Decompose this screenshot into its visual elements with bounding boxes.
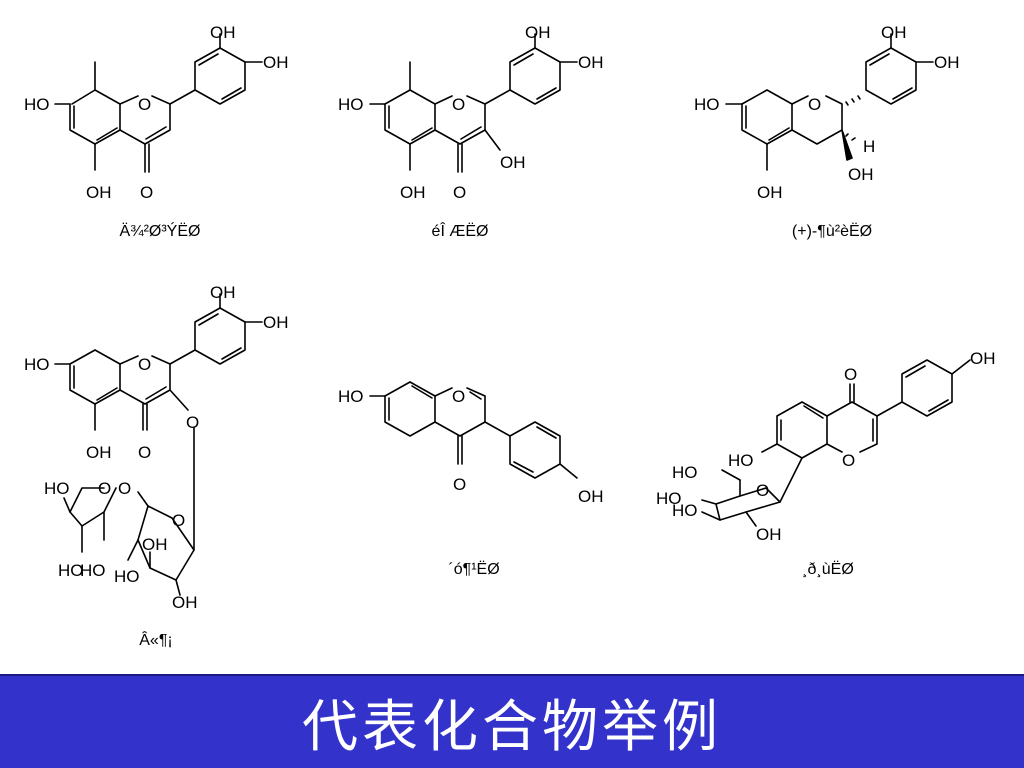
caption-daidzein: ´ó¶¹ËØ [448,561,500,578]
caption-quercetin: éÎ ÆËØ [431,223,489,240]
title-banner: 代表化合物举例 [0,674,1024,768]
ring-oxygen-label: O [98,479,111,498]
hydrogen-label: H [863,137,875,156]
glycosidic-oxygen-label: O [186,413,199,432]
hydroxyl-label: HO [338,387,364,406]
carbonyl-oxygen-label: O [140,183,153,202]
hydroxyl-label: OH [172,593,198,612]
hydroxyl-label: HO [338,95,364,114]
structure-1: O HO OH O OH OH [24,23,289,202]
structure-4: O HO OH O O OH OH O O OH HO OH O HO HO H… [24,283,289,612]
structures-canvas: O HO OH O OH OH O HO OH O OH OH OH [24,23,996,612]
hydroxyl-label: HO [672,501,698,520]
ring-oxygen-label: O [452,95,465,114]
hydroxyl-label: OH [578,53,604,72]
structure-2: O HO OH O OH OH OH [338,23,604,202]
caption-luteolin: Ä¾²Ø³ÝËØ [119,223,201,240]
hydroxyl-label: HO [58,561,84,580]
hydroxyl-label: OH [400,183,426,202]
ring-oxygen-label: O [138,95,151,114]
hydroxyl-label: HO [24,95,50,114]
ring-oxygen-label: O [808,95,821,114]
caption-rutin: Â«¶¡ [139,632,173,649]
hydroxyl-label: OH [525,23,551,42]
hydroxyl-label: OH [848,165,874,184]
hydroxyl-label: HO [656,489,682,508]
ring-oxygen-label: O [756,481,769,500]
carbonyl-oxygen-label: O [453,183,466,202]
hydroxyl-label: OH [210,283,236,302]
carbonyl-oxygen-label: O [844,365,857,384]
carbonyl-oxygen-label: O [453,475,466,494]
hydroxyl-label: OH [142,535,168,554]
glycosidic-oxygen-label: O [118,479,131,498]
hydroxyl-label: HO [694,95,720,114]
structure-6: O O OH HO O HO HO HO OH [656,349,996,544]
hydroxyl-label: OH [86,443,112,462]
hydroxyl-label: OH [756,525,782,544]
hydroxyl-label: HO [114,567,140,586]
carbonyl-oxygen-label: O [138,443,151,462]
hydroxyl-label: OH [263,53,289,72]
structure-3: O HO OH H OH OH OH [694,23,960,202]
hydroxyl-label: OH [578,487,604,506]
ring-oxygen-label: O [452,387,465,406]
hydroxyl-label: OH [210,23,236,42]
hydroxyl-label: OH [86,183,112,202]
hydroxyl-label: OH [881,23,907,42]
hydroxyl-label: OH [263,313,289,332]
hydroxyl-label: OH [934,53,960,72]
hydroxyl-label: HO [80,561,106,580]
hydroxyl-label: HO [728,451,754,470]
caption-catechin: (+)-¶ù²èËØ [791,223,873,240]
hydroxyl-label: HO [24,355,50,374]
caption-puerarin: ¸ð¸ùËØ [802,561,854,578]
hydroxyl-label: OH [500,153,526,172]
ring-oxygen-label: O [138,355,151,374]
ring-oxygen-label: O [172,511,185,530]
slide-title: 代表化合物举例 [302,694,722,760]
ring-oxygen-label: O [842,451,855,470]
structure-5: O HO O OH [338,381,604,506]
hydroxyl-label: HO [672,463,698,482]
hydroxyl-label: OH [970,349,996,368]
hydroxyl-label: HO [44,479,70,498]
hydroxyl-label: OH [757,183,783,202]
